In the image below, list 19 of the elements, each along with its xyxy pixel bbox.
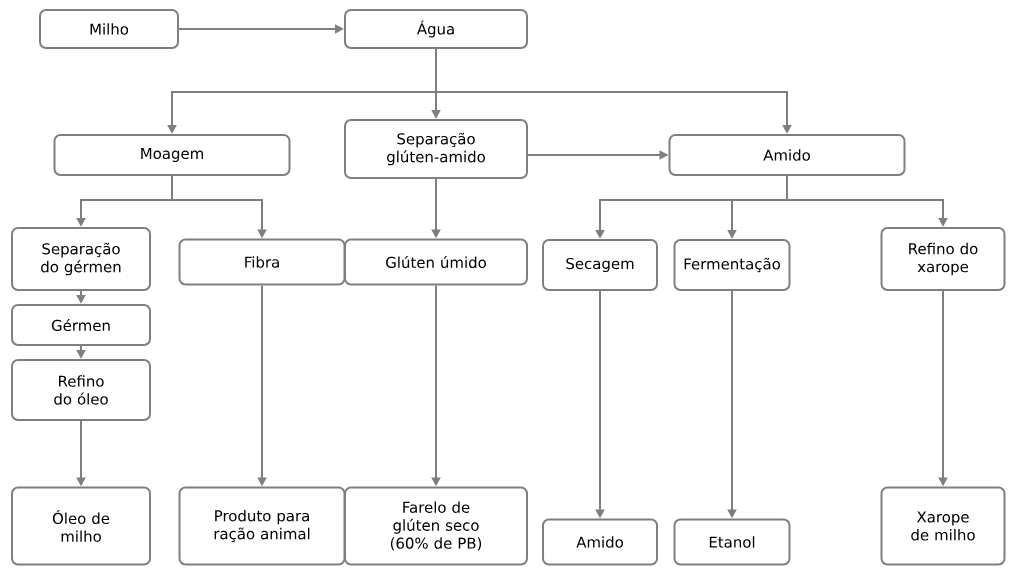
process-box: Separação glúten-amido — [344, 119, 528, 179]
process-box: Etanol — [673, 518, 791, 566]
process-box: Separação do gérmen — [11, 227, 151, 291]
process-box: Fibra — [178, 238, 346, 286]
process-box: Milho — [39, 9, 179, 49]
process-box: Produto para ração animal — [178, 486, 346, 566]
process-box: Refino do óleo — [11, 359, 151, 421]
process-box: Farelo de glúten seco (60% de PB) — [344, 486, 528, 566]
process-box: Amido — [542, 518, 658, 566]
process-box: Amido — [668, 134, 906, 176]
process-box: Secagem — [542, 239, 658, 291]
process-box: Gérmen — [11, 304, 151, 346]
process-box: Fermentação — [673, 239, 791, 291]
process-box: Água — [344, 9, 528, 49]
process-box: Refino do xarope — [880, 227, 1006, 291]
process-box: Óleo de milho — [11, 486, 151, 566]
process-box: Moagem — [53, 134, 291, 176]
process-box: Glúten úmido — [344, 238, 528, 286]
process-box: Xarope de milho — [880, 486, 1006, 566]
